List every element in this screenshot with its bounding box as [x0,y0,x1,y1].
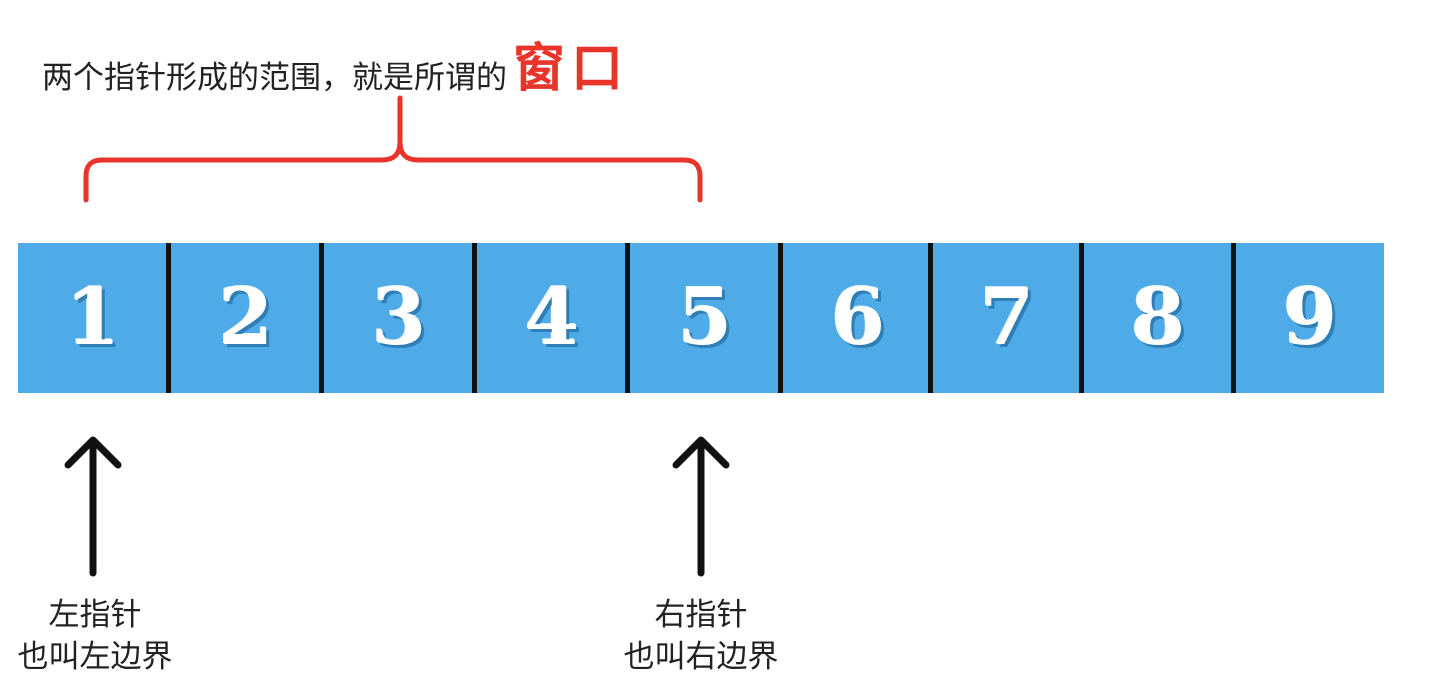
title-text: 两个指针形成的范围，就是所谓的 [42,60,507,96]
right-pointer-arrow [672,436,730,577]
left-pointer-subtitle: 也叫左边界 [17,639,173,675]
cell-value: 4 [524,272,580,363]
cell-value: 9 [1282,272,1338,363]
array-cell-5: 5 [630,243,780,393]
array-cell-6: 6 [783,243,933,393]
cell-divider [1079,243,1084,393]
array-cell-9: 9 [1236,243,1384,393]
cell-value: 1 [65,272,121,363]
cell-divider [625,243,630,393]
cell-divider [928,243,933,393]
array-cell-4: 4 [477,243,627,393]
cell-divider [319,243,324,393]
cell-value: 7 [979,272,1035,363]
cell-divider [1231,243,1236,393]
cell-divider [472,243,477,393]
cell-value: 3 [371,272,427,363]
right-pointer-subtitle: 也叫右边界 [623,639,779,675]
cell-value: 6 [830,272,886,363]
array-cell-1: 1 [18,243,168,393]
cell-divider [778,243,783,393]
array-cell-2: 2 [171,243,321,393]
left-pointer-arrow [64,436,122,577]
diagram-title: 两个指针形成的范围，就是所谓的 窗口 [42,38,629,98]
cell-value: 8 [1130,272,1186,363]
window-bracket [83,95,703,203]
title-highlight-window: 窗口 [513,39,630,99]
array-cell-7: 7 [933,243,1081,393]
cell-value: 5 [677,272,733,363]
array-cell-8: 8 [1084,243,1232,393]
array-cell-3: 3 [324,243,474,393]
left-pointer-label: 左指针 也叫左边界 [0,594,190,678]
right-pointer-title: 右指针 [654,597,748,633]
left-pointer-title: 左指针 [48,597,142,633]
cell-value: 2 [218,272,274,363]
right-pointer-label: 右指针 也叫右边界 [600,594,802,678]
cell-divider [166,243,171,393]
array-row: 1 2 3 4 5 6 7 8 9 [18,243,1384,393]
